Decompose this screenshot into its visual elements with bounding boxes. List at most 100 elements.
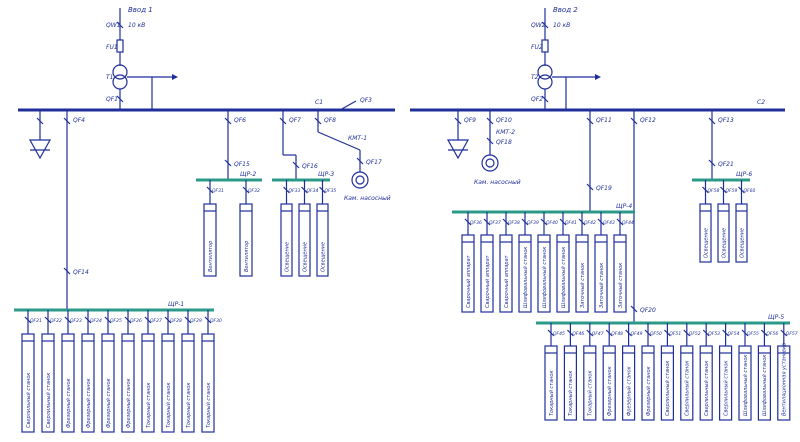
load-box xyxy=(556,234,570,313)
compressor-2-starter-label: КМТ-2 xyxy=(496,129,515,136)
load-box xyxy=(518,234,532,313)
load-label: Фрезерный станок xyxy=(607,366,613,416)
load-label: Сварочный аппарат xyxy=(485,254,491,308)
feeder-qf12-label: QF12 xyxy=(640,117,656,124)
main-bus: С1 С2 QF3 xyxy=(18,97,785,112)
feeder-qf7-label: QF7 xyxy=(289,117,301,124)
breaker-label: QF32 xyxy=(248,188,260,194)
load-box xyxy=(613,234,627,313)
load-box xyxy=(41,333,55,433)
feeder-qf11-label: QF11 xyxy=(596,117,612,124)
sh2-feed-label: QF15 xyxy=(234,161,250,168)
motor-2 xyxy=(481,154,499,172)
input-1-transformer-label: T1 xyxy=(106,74,113,81)
feeder-qf8-label: QF8 xyxy=(324,117,336,124)
bus-section-1-label: С1 xyxy=(315,99,323,106)
feeder-qf10-label: QF10 xyxy=(496,117,512,124)
load-label: Заточный станок xyxy=(599,263,605,308)
breaker-label: QF31 xyxy=(212,188,224,194)
load-label: Токарный станок xyxy=(549,370,555,416)
load-label: Фрезерный станок xyxy=(626,366,632,416)
breaker-label: QF42 xyxy=(584,220,596,226)
fuse-2 xyxy=(541,39,549,53)
capacitor-bank-1 xyxy=(28,139,52,160)
transformer-1-secondary xyxy=(112,74,128,90)
breaker-label: QF38 xyxy=(508,220,520,226)
load-box xyxy=(461,234,475,313)
input-2-breaker-label: QF2 xyxy=(531,96,543,103)
load-box xyxy=(583,345,597,421)
breaker-label: QF58 xyxy=(708,188,720,194)
load-label: Токарный станок xyxy=(206,382,212,428)
breaker-label: QF47 xyxy=(592,331,604,337)
load-box xyxy=(181,333,195,433)
load-box xyxy=(699,345,713,421)
breaker-label: QF28 xyxy=(170,318,182,324)
load-box xyxy=(660,345,675,421)
breaker-label: QF22 xyxy=(50,318,62,324)
breaker-label: QF30 xyxy=(210,318,222,324)
compressor-1-starter-label: КМТ-1 xyxy=(348,135,367,142)
load-box xyxy=(777,345,791,421)
load-label: Заточный станок xyxy=(580,263,586,308)
panel-sh2-label: ЩР-2 xyxy=(240,171,256,178)
sh5-feed-label: QF20 xyxy=(640,307,656,314)
panel-sh6-label: ЩР-6 xyxy=(736,171,752,178)
breaker-label: QF55 xyxy=(747,331,759,337)
load-box xyxy=(718,345,733,421)
load-box xyxy=(239,203,253,277)
breaker-label: QF27 xyxy=(150,318,162,324)
load-label: Освещение xyxy=(302,242,308,272)
breaker-label: QF46 xyxy=(572,331,584,337)
input-1-fuse-label: FU1 xyxy=(106,44,118,51)
left-feeders: QF4 QF14 QF6 QF15 QF7 QF16 QF8 QF17 КМТ-… xyxy=(28,110,391,310)
load-box xyxy=(717,203,730,263)
breaker-label: QF60 xyxy=(744,188,756,194)
load-label: Освещение xyxy=(739,228,745,258)
load-label: Сверлильный станок xyxy=(46,373,52,428)
compressor-1-breaker-label: QF17 xyxy=(366,159,382,166)
load-label: Токарный станок xyxy=(166,382,172,428)
transformer-1-primary xyxy=(112,64,128,80)
breaker-label: QF40 xyxy=(546,220,558,226)
bus-section-2-label: С2 xyxy=(757,99,765,106)
panel-sh1-label: ЩР-1 xyxy=(168,301,184,308)
load-label: Сверлильный станок xyxy=(26,373,32,428)
load-box xyxy=(602,345,616,421)
load-label: Шлифовальный станок xyxy=(523,247,529,308)
load-box xyxy=(537,234,551,313)
breaker-label: QF59 xyxy=(726,188,738,194)
right-feeders: QF9 QF10 QF18 КМТ-2 Кам. насосный QF11 Q… xyxy=(446,110,734,323)
breaker-label: QF51 xyxy=(669,331,681,337)
load-label: Освещение xyxy=(703,228,709,258)
transformer-2-secondary xyxy=(537,74,553,90)
load-box xyxy=(280,203,293,277)
load-label: Токарный станок xyxy=(186,382,192,428)
breaker-label: QF24 xyxy=(90,318,102,324)
breaker-label: QF43 xyxy=(603,220,615,226)
breaker-label: QF41 xyxy=(565,220,577,226)
panel-sh3: ЩР-3QF33ОсвещениеQF34ОсвещениеQF35Освеще… xyxy=(272,171,336,277)
input-2: Ввод 2 QW2 10 кВ FU2 T2 QF2 xyxy=(531,6,601,110)
load-box xyxy=(699,203,712,263)
input-1: Ввод 1 QW1 10 кВ FU1 T1 QF1 xyxy=(106,6,178,110)
load-label: Сверлильный станок xyxy=(704,361,710,416)
feeder-qf6-label: QF6 xyxy=(234,117,246,124)
load-label: Сварочный аппарат xyxy=(504,254,510,308)
load-label: Фрезерный станок xyxy=(66,378,72,428)
load-label: Фрезерный станок xyxy=(106,378,112,428)
load-box xyxy=(480,234,494,313)
breaker-label: QF34 xyxy=(307,188,319,194)
load-label: Сверлильный станок xyxy=(665,361,671,416)
load-box xyxy=(641,345,655,421)
breaker-label: QF26 xyxy=(130,318,142,324)
transformer-2-primary xyxy=(537,64,553,80)
load-label: Шлифовальный станок xyxy=(762,355,768,416)
compressor-2-label: Кам. насосный xyxy=(474,179,521,186)
load-box xyxy=(575,234,589,313)
breaker-label: QF25 xyxy=(110,318,122,324)
input-2-switch-label: QW2 xyxy=(531,22,546,29)
